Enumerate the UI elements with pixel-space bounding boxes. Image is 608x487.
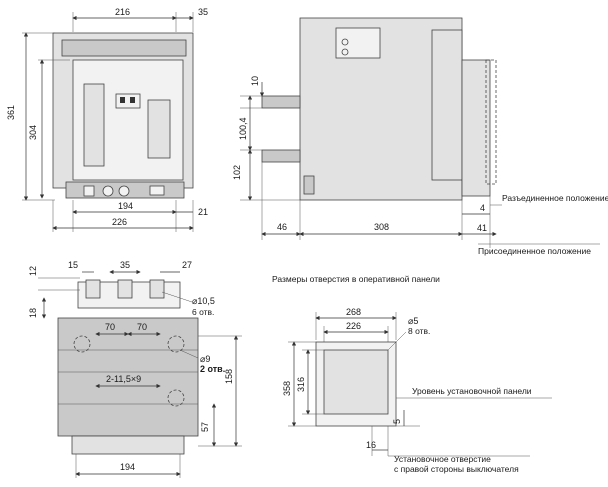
dim-194: 194 <box>118 201 133 211</box>
dim-316: 316 <box>296 377 306 392</box>
dim-361: 361 <box>6 105 16 120</box>
dim-46: 46 <box>277 222 287 232</box>
dim-35b: 35 <box>120 260 130 270</box>
label-panel-level: Уровень установочной панели <box>412 386 532 396</box>
dim-41: 41 <box>477 223 487 233</box>
dim-102: 102 <box>232 165 242 180</box>
dim-226b: 226 <box>346 321 361 331</box>
dim-268: 268 <box>346 307 361 317</box>
dim-5: 5 <box>392 419 402 424</box>
label-slot: 2-11,5×9 <box>106 374 141 384</box>
dim-12: 12 <box>28 266 38 276</box>
label-mount-hole-1: Установочное отверстие <box>394 454 491 464</box>
label-hole-5: ⌀5 <box>408 316 418 326</box>
dim-70b: 70 <box>137 322 147 332</box>
label-holes-6: 6 отв. <box>192 307 214 317</box>
panel-cutout: Размеры отверстия в оперативной панели 2… <box>272 274 552 474</box>
dim-16: 16 <box>366 440 376 450</box>
bottom-view: 15 35 27 12 18 70 70 ⌀10,5 6 отв. ⌀9 2 о… <box>28 260 242 478</box>
connected-outline <box>485 59 497 185</box>
dim-194b: 194 <box>120 462 135 472</box>
dim-18: 18 <box>28 308 38 318</box>
label-hole-10-5: ⌀10,5 <box>192 296 215 306</box>
label-connected: Присоединенное положение <box>478 246 591 256</box>
dim-15: 15 <box>68 260 78 270</box>
dim-4: 4 <box>480 203 485 213</box>
right-window <box>147 99 171 159</box>
bottom-body <box>57 317 199 437</box>
label-holes-2: 2 отв. <box>200 364 225 374</box>
dim-10: 10 <box>250 76 260 86</box>
lower-busbar <box>261 149 301 163</box>
indicator-panel <box>115 93 141 109</box>
top-terminals <box>61 39 187 57</box>
dim-27: 27 <box>182 260 192 270</box>
label-mount-hole-2: с правой стороны выключателя <box>394 464 519 474</box>
dim-100-4: 100,4 <box>238 117 248 140</box>
dim-70a: 70 <box>105 322 115 332</box>
cutout-opening <box>323 349 389 415</box>
dim-35: 35 <box>198 7 208 17</box>
dim-304: 304 <box>28 125 38 140</box>
dim-226: 226 <box>112 217 127 227</box>
dim-216: 216 <box>115 7 130 17</box>
label-disconnected: Разъединенное положение <box>502 193 608 203</box>
label-hole-9: ⌀9 <box>200 354 210 364</box>
dim-158: 158 <box>224 369 234 384</box>
label-holes-8: 8 отв. <box>408 326 430 336</box>
front-view: 216 35 361 304 194 226 21 <box>6 7 208 232</box>
side-view: 10 100,4 102 46 308 4 41 Разъединенное п… <box>232 17 608 256</box>
cutout-title: Размеры отверстия в оперативной панели <box>272 274 440 284</box>
rear-extension <box>461 59 491 197</box>
dim-308: 308 <box>374 222 389 232</box>
dim-21: 21 <box>198 207 208 217</box>
dim-358: 358 <box>282 381 292 396</box>
upper-busbar <box>261 95 301 109</box>
dim-57: 57 <box>200 422 210 432</box>
left-window <box>83 83 105 167</box>
